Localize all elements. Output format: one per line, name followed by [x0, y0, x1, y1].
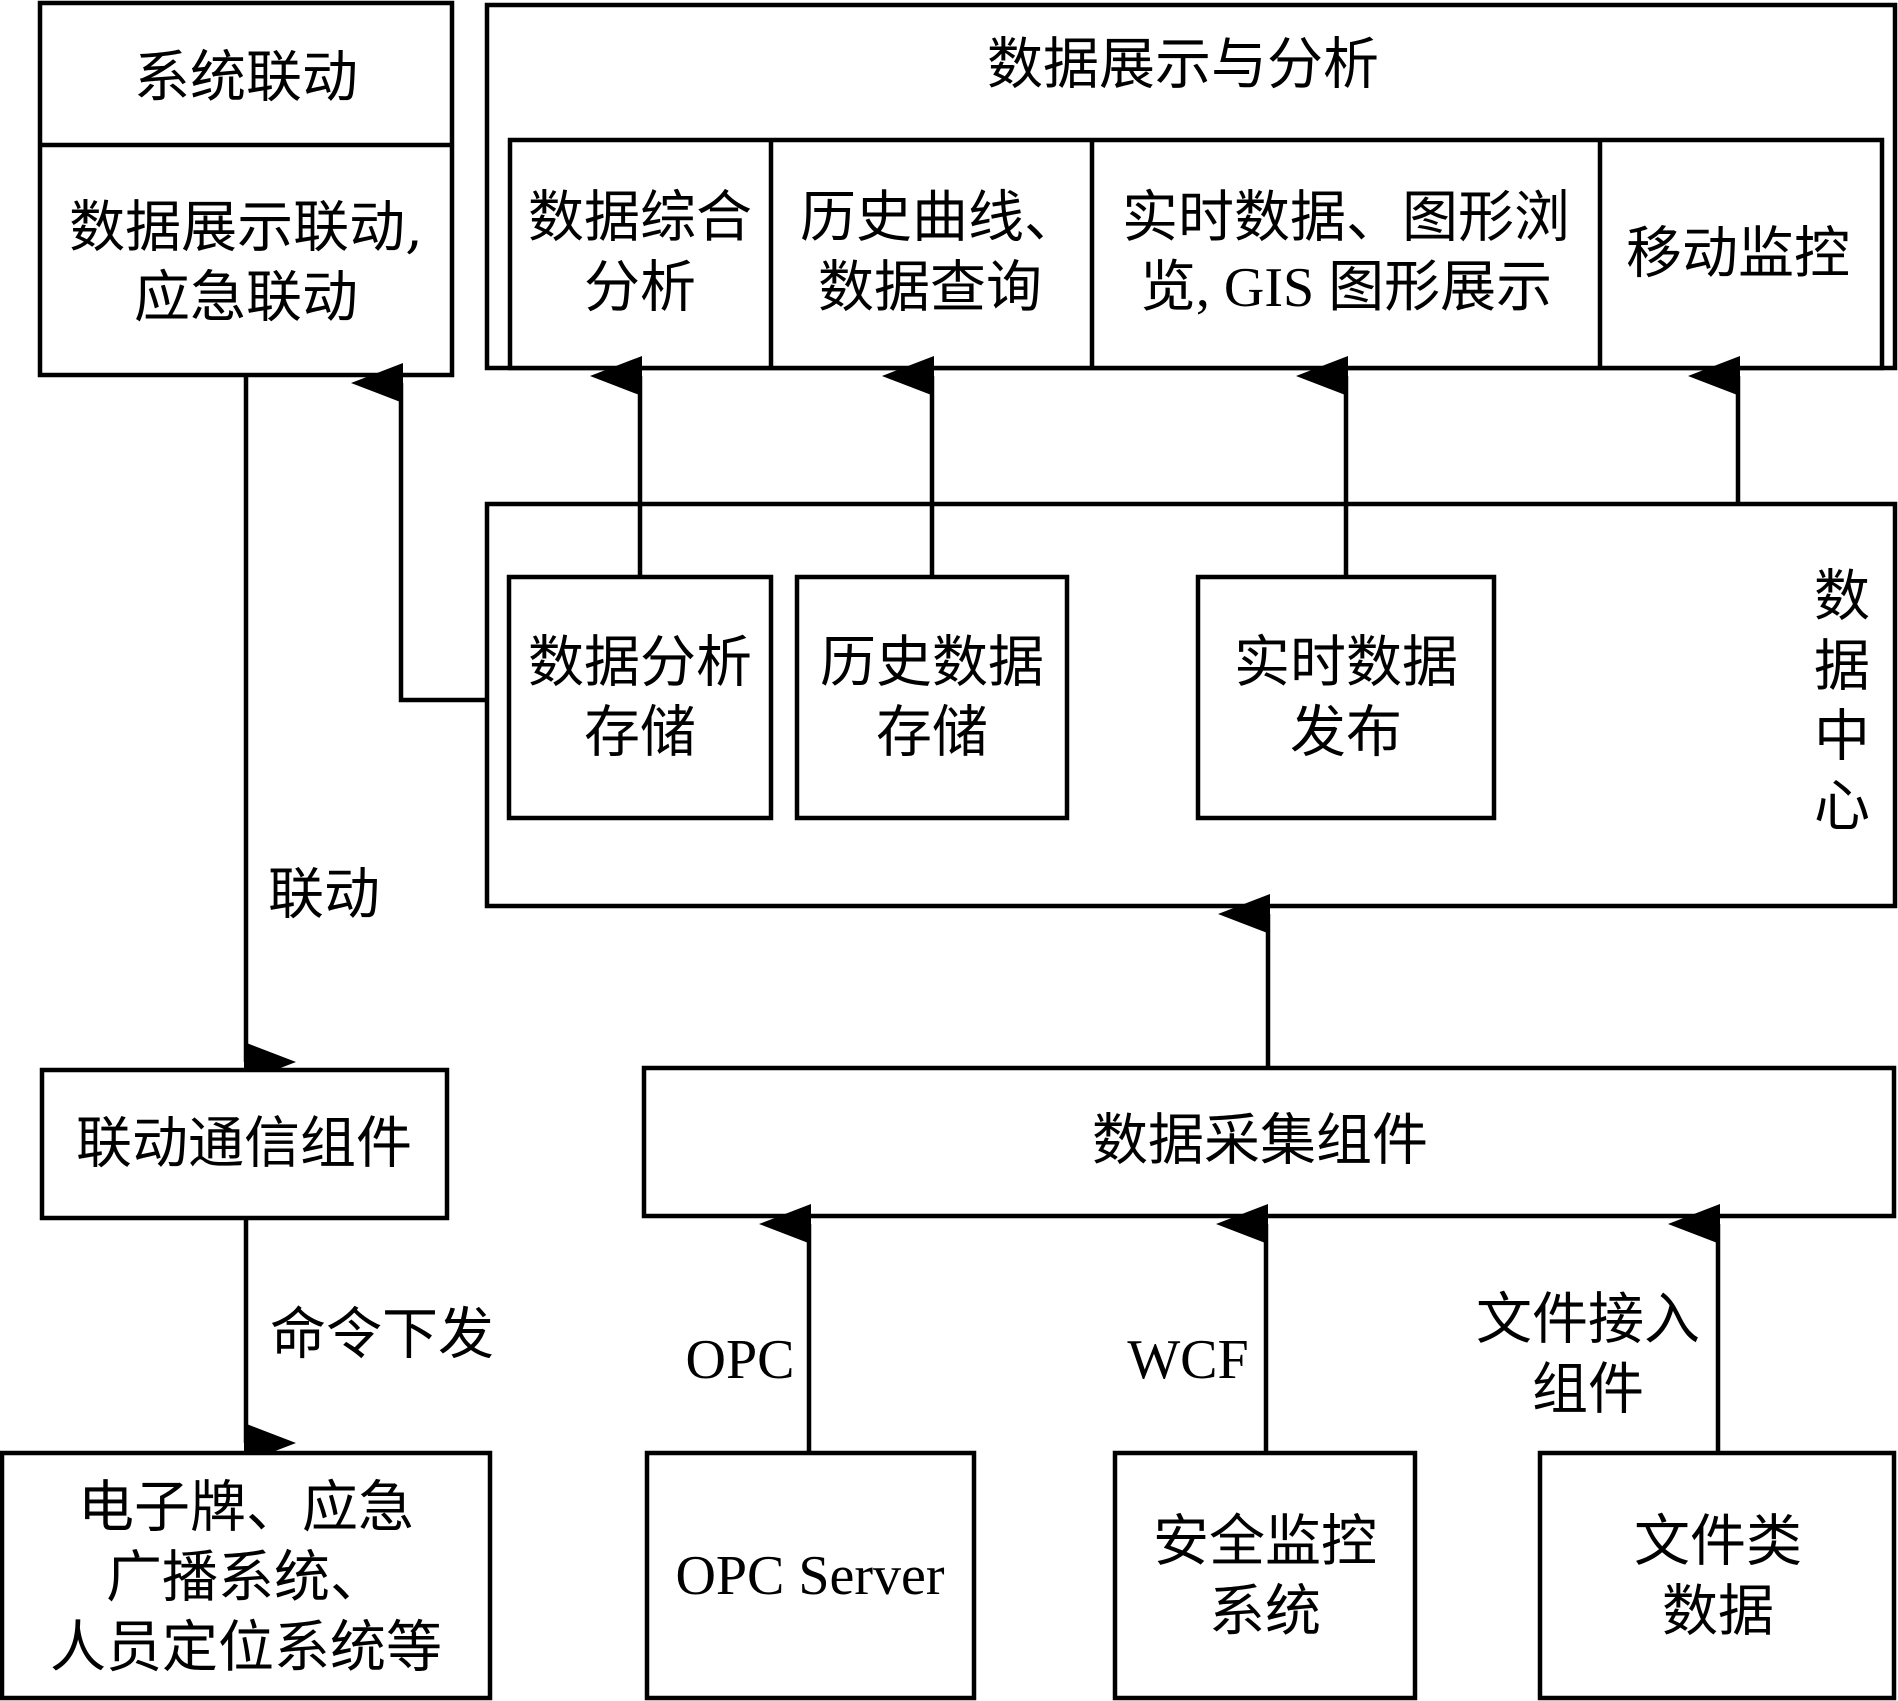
- arrow-center-to-system-linkage: [351, 363, 487, 703]
- file-data-line1: 文件类: [1634, 1510, 1802, 1575]
- module-analysis-storage-line2: 存储: [584, 701, 696, 766]
- module-history-storage-line1: 历史数据: [820, 631, 1044, 696]
- cell-comprehensive-analysis-line2: 分析: [584, 256, 696, 321]
- module-realtime-publish-line1: 实时数据: [1234, 631, 1458, 696]
- cell-realtime-gis-line1: 实时数据、图形浏: [1122, 186, 1570, 251]
- system-linkage-box: 系统联动 数据展示联动, 应急联动: [37, 0, 455, 378]
- label-file-access-line2: 组件: [1532, 1358, 1644, 1423]
- data-center-label-char-3: 中: [1814, 705, 1870, 770]
- module-analysis-storage-line1: 数据分析: [528, 631, 752, 696]
- file-data-line2: 数据: [1662, 1580, 1774, 1645]
- output-systems-box: 电子牌、应急 广播系统、 人员定位系统等: [0, 1450, 493, 1701]
- label-file-access-line1: 文件接入: [1476, 1288, 1700, 1353]
- cell-realtime-gis-line2: 览, GIS 图形展示: [1140, 257, 1552, 319]
- display-analysis-title: 数据展示与分析: [987, 33, 1379, 98]
- output-systems-line2: 广播系统、: [106, 1546, 386, 1611]
- cell-mobile-monitoring: 移动监控: [1626, 222, 1850, 287]
- safety-monitor-line2: 系统: [1209, 1580, 1321, 1645]
- opc-server-box: OPC Server: [644, 1450, 977, 1701]
- data-center-label-char-2: 据: [1814, 635, 1870, 700]
- module-history-storage-line2: 存储: [876, 701, 988, 766]
- safety-monitor-box: 安全监控 系统: [1112, 1450, 1418, 1701]
- data-collection-box: 数据采集组件: [641, 1065, 1897, 1219]
- data-center-label-char-4: 心: [1814, 775, 1870, 840]
- opc-server-label: OPC Server: [675, 1545, 944, 1607]
- output-systems-line3: 人员定位系统等: [50, 1616, 442, 1681]
- data-collection-label: 数据采集组件: [1092, 1109, 1428, 1174]
- label-opc: OPC: [686, 1329, 795, 1391]
- cell-history-query-line1: 历史曲线、: [800, 186, 1080, 251]
- label-command: 命令下发: [270, 1303, 494, 1368]
- cell-history-query-line2: 数据查询: [818, 256, 1042, 321]
- system-linkage-content-line1: 数据展示联动,: [69, 196, 423, 261]
- data-center-box: 数据分析 存储 历史数据 存储 实时数据 发布 数 据 中 心: [484, 501, 1898, 909]
- system-linkage-title: 系统联动: [134, 46, 358, 111]
- module-realtime-publish-line2: 发布: [1290, 701, 1402, 766]
- label-linkage: 联动: [268, 863, 380, 928]
- linkage-comm-box: 联动通信组件: [39, 1067, 450, 1221]
- cell-comprehensive-analysis-line1: 数据综合: [528, 186, 752, 251]
- display-analysis-box: 数据展示与分析 数据综合 分析 历史曲线、 数据查询 实时数据、图形浏 览, G…: [484, 2, 1898, 371]
- linkage-comm-label: 联动通信组件: [76, 1112, 412, 1177]
- system-linkage-content-line2: 应急联动: [134, 266, 358, 331]
- file-data-box: 文件类 数据: [1537, 1450, 1897, 1701]
- output-systems-line1: 电子牌、应急: [78, 1476, 414, 1541]
- safety-monitor-line1: 安全监控: [1153, 1510, 1377, 1575]
- label-wcf: WCF: [1127, 1329, 1248, 1391]
- data-center-label-char-1: 数: [1814, 565, 1870, 630]
